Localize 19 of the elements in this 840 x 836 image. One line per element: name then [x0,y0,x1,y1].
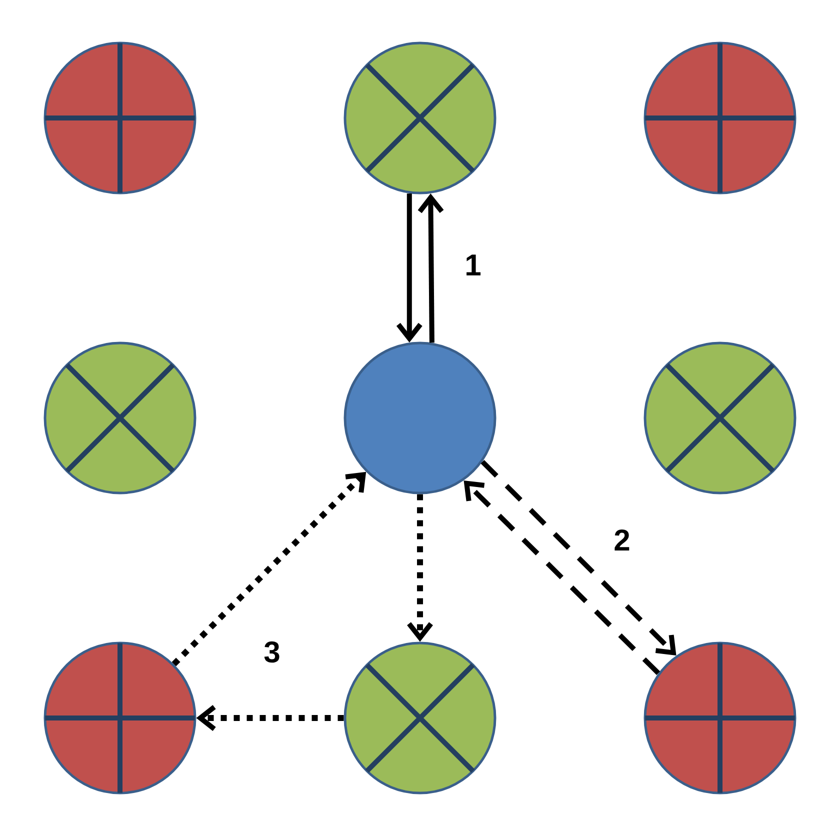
circle-symbol [344,642,496,794]
edge-label: 3 [262,639,282,665]
arrow [464,480,660,675]
arrow [396,194,422,342]
arrow [480,460,676,656]
edge-label: 1 [462,252,484,278]
arrow [196,705,344,731]
circle-symbol [644,642,796,794]
circle-symbol [44,42,196,194]
circle-symbol [44,642,196,794]
arrow [418,194,444,343]
circle-symbol [44,342,196,494]
arrow [172,472,366,666]
arrow [407,494,433,642]
circle-symbol [644,342,796,494]
circle-symbol [344,342,496,494]
edge-label: 2 [612,528,632,552]
circle-symbol [644,42,796,194]
circle-symbol [344,42,496,194]
